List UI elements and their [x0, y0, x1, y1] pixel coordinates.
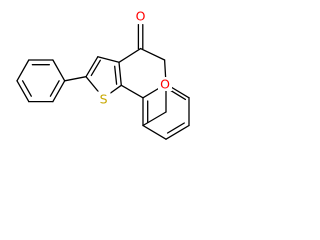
sulfur-label: S — [100, 92, 108, 107]
bond — [16, 59, 30, 82]
bond — [118, 61, 122, 86]
bond — [97, 56, 120, 63]
bond — [85, 56, 99, 78]
atom-label-sulfur: S — [97, 91, 111, 107]
atom-label-carbonyl-oxygen: O — [133, 8, 148, 24]
bond — [120, 84, 144, 99]
chemical-structure-diagram: S O O — [16, 8, 190, 140]
atom-label-ring-oxygen: O — [158, 77, 172, 92]
bond — [16, 80, 30, 103]
carbonyl-group — [137, 23, 144, 50]
bond — [139, 47, 166, 61]
double-bond-inner-line — [21, 80, 32, 97]
ring-oxygen-label: O — [160, 77, 170, 92]
bond — [52, 80, 66, 103]
double-bond-inner-line — [114, 65, 118, 85]
benzo-ring — [142, 83, 190, 140]
double-bond-inner-line — [166, 122, 185, 134]
carbonyl-oxygen-label: O — [136, 9, 146, 24]
double-bond-inner-line — [90, 59, 101, 77]
bond — [52, 59, 66, 82]
phenyl-ring — [16, 59, 66, 103]
bond — [142, 111, 167, 127]
bond — [118, 47, 142, 63]
double-bond-inner-line — [49, 80, 60, 97]
bond — [142, 124, 167, 140]
bond — [165, 124, 190, 140]
bond — [64, 76, 87, 82]
